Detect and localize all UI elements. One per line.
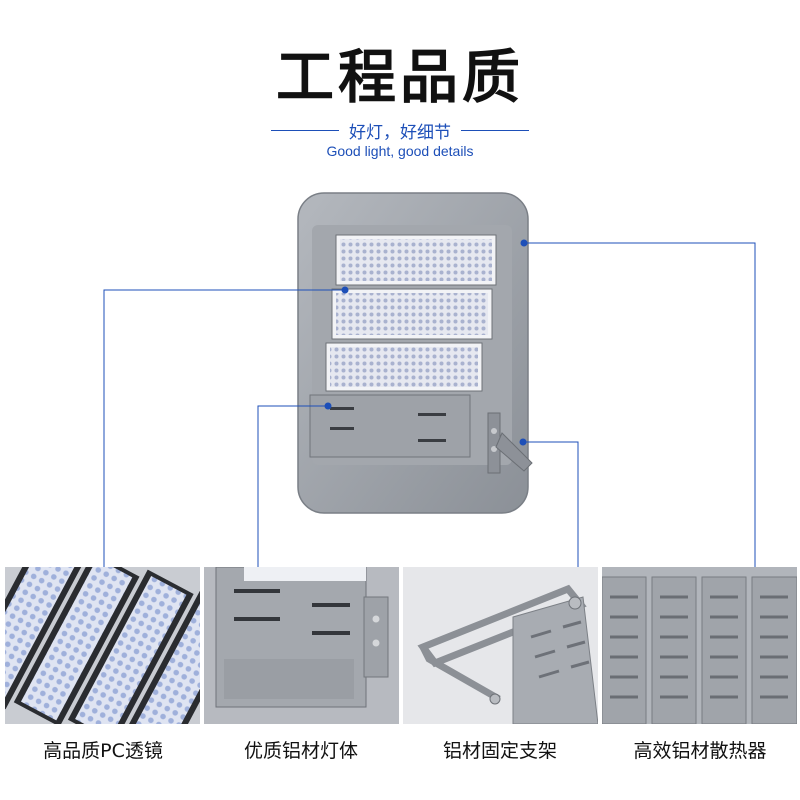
caption-heatsink: 高效铝材散热器 (633, 740, 767, 762)
detail-panel-bracket (403, 567, 598, 724)
subtitle-left-line (271, 129, 339, 131)
subtitle-right-line (461, 129, 529, 131)
page-title: 工程品质 (275, 43, 524, 111)
detail-panel-heatsink (602, 567, 797, 724)
detail-panel-aluminum-body (204, 567, 399, 724)
caption-pc-lens: 高品质PC透镜 (43, 740, 163, 762)
detail-panel-pc-lens (5, 567, 200, 724)
subtitle-chinese: 好灯，好细节 (349, 122, 451, 143)
subtitle-english: Good light, good details (326, 143, 474, 159)
caption-aluminum-body: 优质铝材灯体 (243, 740, 358, 762)
subtitle-row: 好灯，好细节 (0, 118, 800, 143)
floodlight-product-image (297, 192, 533, 514)
caption-bracket: 铝材固定支架 (442, 740, 557, 762)
